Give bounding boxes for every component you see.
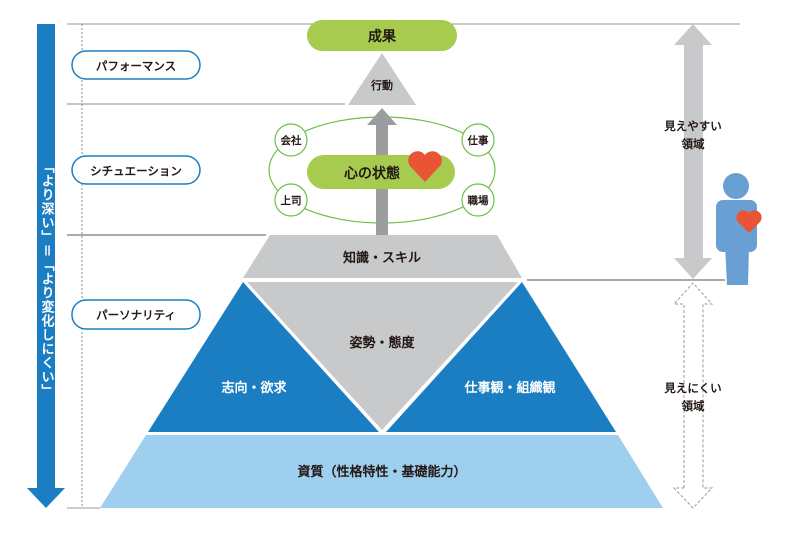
aspiration-triangle: 志向・欲求 — [148, 282, 379, 432]
circle-company: 会社 — [274, 123, 308, 157]
knowledge-skill-block: 知識・スキル — [243, 235, 522, 278]
action-triangle: 行動 — [348, 53, 416, 105]
result-pill: 成果 — [307, 20, 457, 51]
svg-text:仕事観・組織観: 仕事観・組織観 — [463, 380, 555, 396]
svg-text:行動: 行動 — [370, 78, 393, 92]
svg-text:見えやすい: 見えやすい — [663, 119, 722, 133]
depth-arrow: 「より深い」＝「より変化しにくい」 — [27, 24, 65, 508]
svg-text:資質（性格特性・基礎能力）: 資質（性格特性・基礎能力） — [297, 464, 466, 480]
level-pill-situation: シチュエーション — [71, 155, 201, 185]
base-trait-block: 資質（性格特性・基礎能力） — [100, 435, 663, 508]
svg-text:仕事: 仕事 — [467, 134, 489, 147]
heart-icon — [408, 151, 442, 182]
svg-text:見えにくい: 見えにくい — [663, 381, 721, 395]
svg-text:志向・欲求: 志向・欲求 — [221, 380, 287, 396]
svg-text:パーソナリティ: パーソナリティ — [96, 308, 176, 322]
svg-text:シチュエーション: シチュエーション — [90, 164, 182, 178]
attitude-triangle: 姿勢・態度 — [247, 282, 518, 430]
svg-text:パフォーマンス: パフォーマンス — [96, 59, 176, 73]
svg-text:上司: 上司 — [281, 194, 302, 207]
svg-text:職場: 職場 — [468, 194, 489, 207]
circle-work: 仕事 — [461, 123, 495, 157]
circle-workplace: 職場 — [461, 183, 495, 217]
visible-area-arrow: 見えやすい 領域 — [663, 24, 722, 279]
person-heart-icon — [736, 210, 762, 233]
svg-text:心の状態: 心の状態 — [344, 165, 400, 182]
level-pill-performance: パフォーマンス — [71, 50, 201, 80]
svg-text:成果: 成果 — [368, 28, 397, 45]
values-triangle: 仕事観・組織観 — [386, 282, 616, 432]
svg-text:領域: 領域 — [681, 399, 705, 413]
invisible-area-arrow — [672, 282, 714, 509]
svg-text:姿勢・態度: 姿勢・態度 — [349, 335, 415, 351]
depth-arrow-label: 「より深い」＝「より変化しにくい」 — [39, 160, 55, 398]
circle-boss: 上司 — [274, 183, 308, 217]
svg-text:知識・スキル: 知識・スキル — [343, 250, 421, 266]
svg-text:会社: 会社 — [281, 134, 302, 147]
svg-text:領域: 領域 — [681, 137, 705, 151]
level-pill-personality: パーソナリティ — [71, 299, 201, 330]
